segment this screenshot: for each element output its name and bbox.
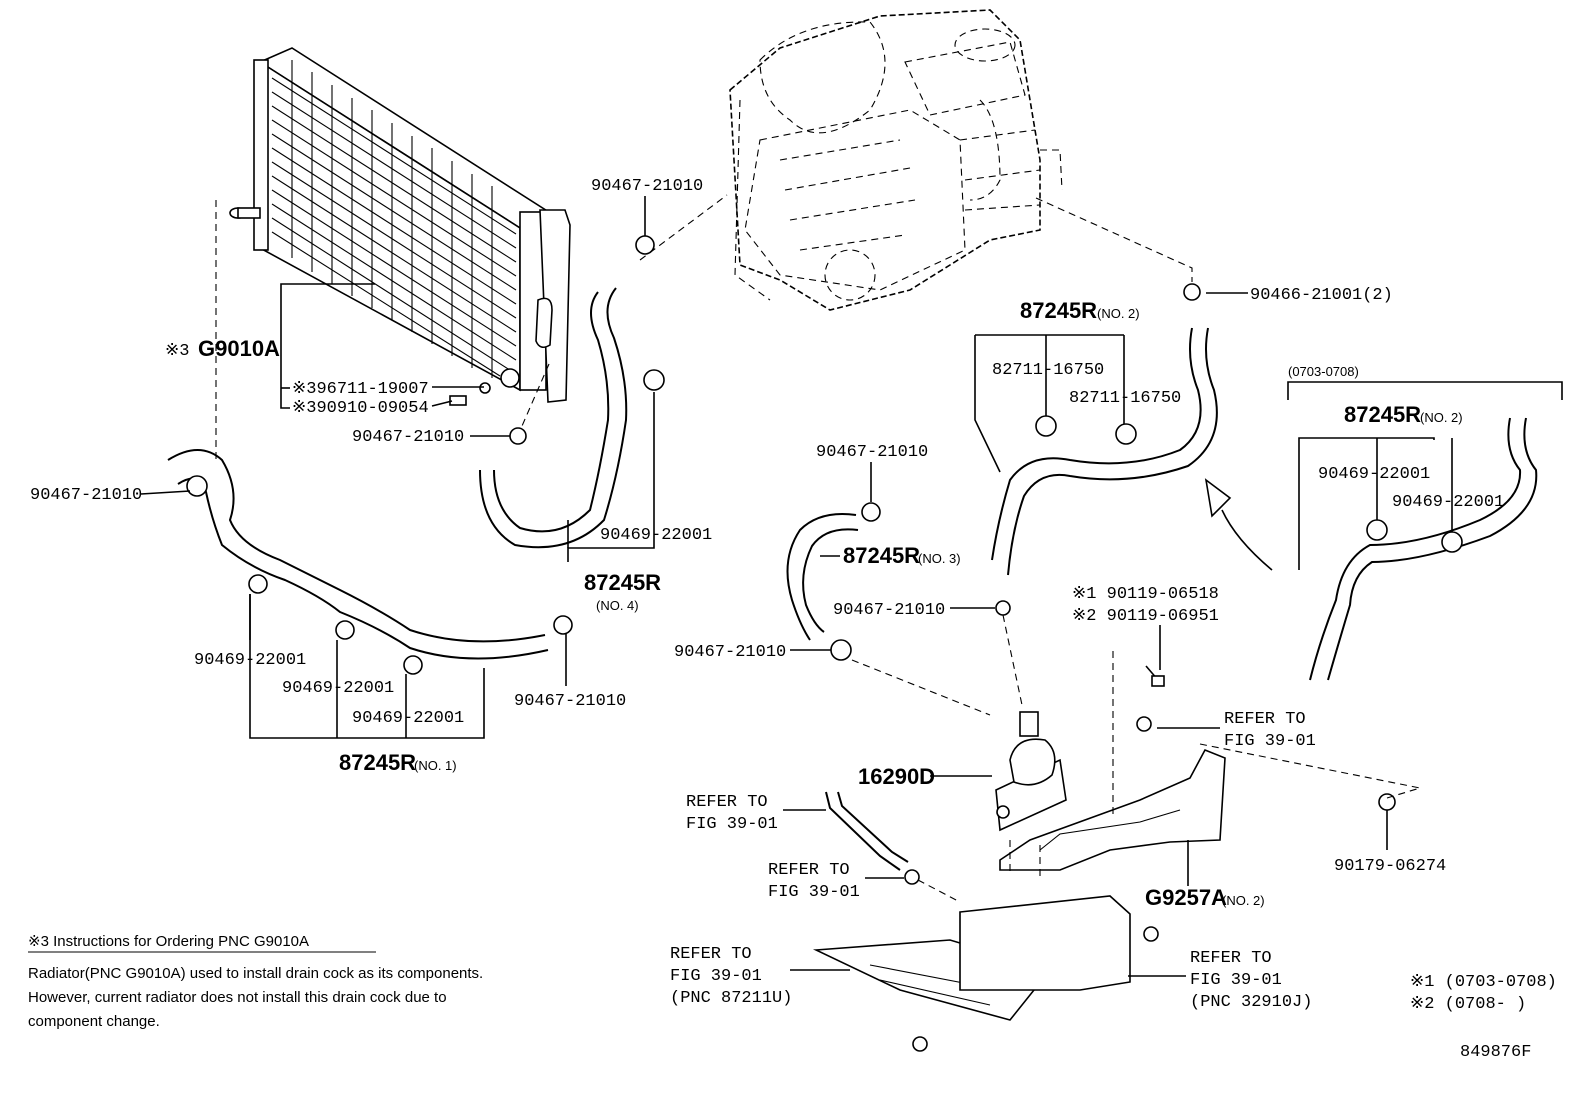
water-pump[interactable] [995, 711, 1067, 832]
case-32910j[interactable] [959, 895, 1131, 991]
clamps[interactable] [186, 235, 1463, 1052]
label-82711-a: 82711-16750 [992, 361, 1104, 380]
note-line2: However, current radiator does not insta… [28, 989, 447, 1006]
label-90467-b: 90467-21010 [30, 486, 142, 505]
hose-no4[interactable] [479, 287, 628, 549]
label-hose-no2-a: 87245R [1020, 298, 1097, 323]
label-90469-e: 90469-22001 [1318, 465, 1430, 484]
label-390910: ※390910-09054 [292, 399, 429, 418]
label-hose-no1-sfx: (NO. 1) [414, 758, 457, 773]
bolt[interactable] [1145, 665, 1165, 687]
label-hose-no2-a-sfx: (NO. 2) [1097, 306, 1140, 321]
label-range: (0703-0708) [1288, 364, 1359, 379]
legend: ※1 (0703-0708) ※2 (0708- ) [1410, 973, 1557, 1014]
label-refer-e2: FIG 39-01 [1190, 971, 1282, 990]
diagram-id: 849876F [1460, 1043, 1531, 1062]
radiator[interactable] [229, 47, 571, 406]
label-refer-b2: FIG 39-01 [686, 815, 778, 834]
label-16290d: 16290D [858, 764, 935, 789]
label-pnc-87211u: (PNC 87211U) [670, 989, 792, 1008]
ordering-notes: ※3 Instructions for Ordering PNC G9010A … [28, 933, 483, 1030]
hose-no2-main[interactable] [991, 327, 1218, 576]
label-82711-b: 82711-16750 [1069, 389, 1181, 408]
label-hose-no2-b: 87245R [1344, 402, 1421, 427]
hose-no3[interactable] [786, 513, 859, 641]
note-line1: Radiator(PNC G9010A) used to install dra… [28, 965, 483, 982]
arrow-icon [1204, 478, 1273, 571]
label-refer-b1: REFER TO [686, 793, 768, 812]
hose-no2-alt[interactable] [1309, 417, 1538, 681]
label-refer-c1: REFER TO [768, 861, 850, 880]
label-g9010a-mark: ※3 [165, 342, 189, 361]
label-hose-no4-sfx: (NO. 4) [596, 598, 639, 613]
label-90467-d: 90467-21010 [514, 692, 626, 711]
variant-bracket [1287, 381, 1563, 400]
label-hose-no3: 87245R [843, 543, 920, 568]
label-90469-a: 90469-22001 [600, 526, 712, 545]
label-refer-d2: FIG 39-01 [670, 967, 762, 986]
label-90467-a: 90467-21010 [352, 428, 464, 447]
label-90467-e: 90467-21010 [816, 443, 928, 462]
legend-2: ※2 (0708- ) [1410, 995, 1526, 1014]
label-90179: 90179-06274 [1334, 857, 1446, 876]
label-hose-no3-sfx: (NO. 3) [918, 551, 961, 566]
hose-refer[interactable] [825, 791, 909, 871]
label-90467-f: 90467-21010 [833, 601, 945, 620]
label-90469-d: 90469-22001 [352, 709, 464, 728]
label-g9257a-sfx: (NO. 2) [1222, 893, 1265, 908]
label-90469-c: 90469-22001 [282, 679, 394, 698]
leader-lines [140, 196, 1453, 977]
label-90469-f: 90469-22001 [1392, 493, 1504, 512]
label-refer-a2: FIG 39-01 [1224, 732, 1316, 751]
label-90119-1: ※1 90119-06518 [1072, 585, 1219, 604]
label-hose-no4: 87245R [584, 570, 661, 595]
label-pnc-32910j: (PNC 32910J) [1190, 993, 1312, 1012]
label-90469-b: 90469-22001 [194, 651, 306, 670]
label-90466: 90466-21001(2) [1250, 286, 1393, 305]
label-refer-d1: REFER TO [670, 945, 752, 964]
label-refer-a1: REFER TO [1224, 710, 1306, 729]
label-hose-no1: 87245R [339, 750, 416, 775]
hose-no1[interactable] [167, 449, 549, 660]
label-g9257a: G9257A [1145, 885, 1227, 910]
label-g9010a: G9010A [198, 336, 280, 361]
label-hose-no2-b-sfx: (NO. 2) [1420, 410, 1463, 425]
legend-1: ※1 (0703-0708) [1410, 973, 1557, 992]
part-labels: ※3 G9010A ※396711-19007 ※390910-09054 90… [30, 177, 1504, 1012]
note-title: ※3 Instructions for Ordering PNC G9010A [28, 933, 309, 950]
label-refer-e1: REFER TO [1190, 949, 1272, 968]
inverter-assembly[interactable] [729, 9, 1063, 311]
label-90119-2: ※2 90119-06951 [1072, 607, 1219, 626]
label-396711: ※396711-19007 [292, 380, 429, 399]
label-refer-c2: FIG 39-01 [768, 883, 860, 902]
label-90467-c: 90467-21010 [591, 177, 703, 196]
dashed-connectors [215, 194, 1421, 903]
note-line3: component change. [28, 1013, 160, 1030]
label-90467-g: 90467-21010 [674, 643, 786, 662]
